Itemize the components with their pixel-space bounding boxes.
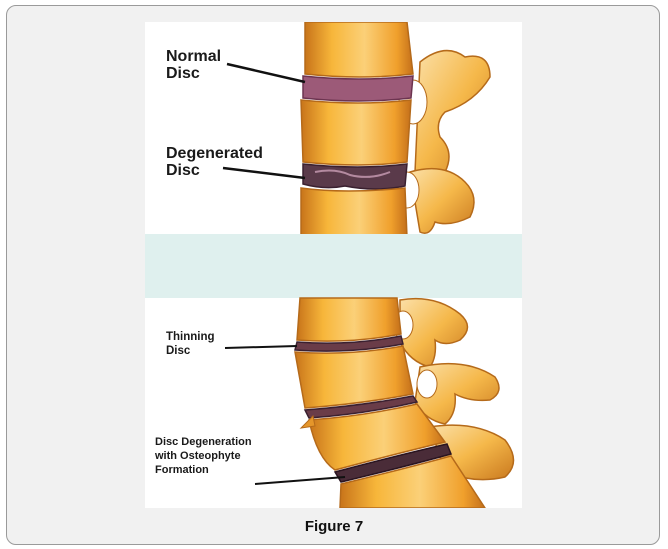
thinning-disc-label: Thinning Disc — [166, 331, 215, 359]
divider-band — [145, 234, 522, 298]
figure-caption: Figure 7 — [0, 518, 668, 535]
osteophyte-label: Disc Degeneration with Osteophyte Format… — [155, 436, 252, 477]
lower-spine — [225, 298, 514, 508]
upper-spine — [223, 22, 490, 237]
normal-disc-label: Normal Disc — [166, 49, 221, 83]
degenerated-disc-label: Degenerated Disc — [166, 146, 263, 180]
spine-illustration: Normal Disc Degenerated Disc Thinning Di… — [145, 22, 522, 508]
